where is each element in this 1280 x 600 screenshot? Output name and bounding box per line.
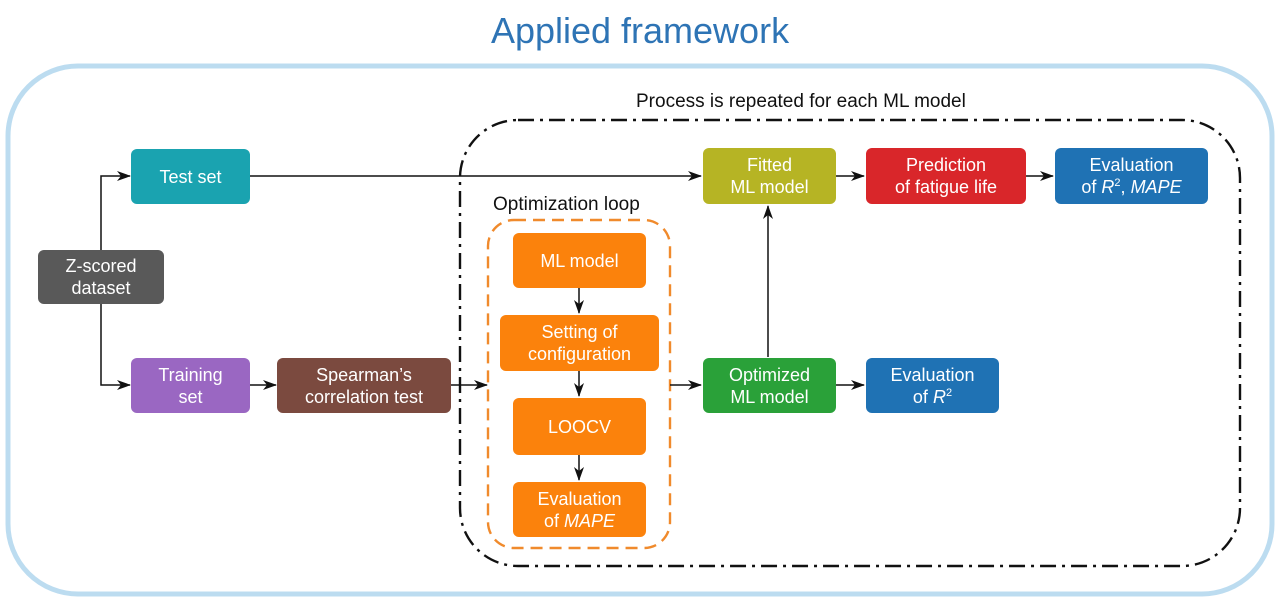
diagram-title: Applied framework <box>490 10 790 51</box>
eval-mape-line2: of MAPE <box>544 510 615 532</box>
eval-final-comma: , <box>1120 177 1131 197</box>
prediction-line2: of fatigue life <box>894 177 998 197</box>
prediction-node: Prediction of fatigue life <box>866 148 1026 204</box>
eval-r2-sup: 2 <box>945 386 953 399</box>
spearman-line1: Spearman’s <box>316 364 412 385</box>
eval-mape-of: of <box>543 510 564 531</box>
optimization-label: Optimization loop <box>493 194 640 215</box>
eval-mape-line1: Evaluation <box>537 488 622 509</box>
prediction-line1: Prediction <box>905 155 987 175</box>
test-set-node: Test set <box>131 149 250 204</box>
optimized-line2: ML model <box>730 386 809 407</box>
training-line2: set <box>178 386 203 407</box>
setting-line1: Setting of <box>541 322 618 342</box>
eval-final-sup: 2 <box>1114 177 1121 189</box>
eval-final-line1: Evaluation <box>1089 155 1174 175</box>
spearman-node: Spearman’s correlation test <box>277 358 451 413</box>
fitted-line2: ML model <box>730 177 809 197</box>
eval-r2-node: Evaluation of R2 <box>866 358 999 413</box>
eval-r2-of: of <box>912 386 933 407</box>
training-line1: Training <box>158 364 223 385</box>
eval-mape-term: MAPE <box>564 510 616 531</box>
eval-final-of: of <box>1081 177 1102 197</box>
optimized-model-node: Optimized ML model <box>703 358 836 413</box>
setting-node: Setting of configuration <box>500 315 659 371</box>
connector-dataset-to-test <box>100 171 131 250</box>
dataset-node: Z-scored dataset <box>38 250 164 304</box>
eval-r2-line1: Evaluation <box>890 364 975 385</box>
fitted-line1: Fitted <box>746 155 793 175</box>
ml-model-text: ML model <box>540 250 619 271</box>
eval-final-node: Evaluation of R2, MAPE <box>1055 148 1208 204</box>
setting-line2: configuration <box>527 344 632 364</box>
process-frame <box>458 118 1242 568</box>
eval-final-mape: MAPE <box>1130 177 1182 197</box>
eval-final-r: R <box>1101 177 1115 197</box>
dataset-line1: Z-scored <box>65 256 137 276</box>
dataset-line2: dataset <box>71 278 131 298</box>
loocv-text: LOOCV <box>547 416 612 437</box>
optimization-frame <box>486 218 672 550</box>
training-set-node: Training set <box>131 358 250 413</box>
spearman-line2: correlation test <box>304 386 424 407</box>
connector-dataset-to-training <box>100 304 131 390</box>
eval-final-line2: of R2, MAPE <box>1081 176 1181 198</box>
process-label: Process is repeated for each ML model <box>636 91 966 112</box>
eval-r2-line2: of R2 <box>913 386 952 408</box>
eval-r2-term: R <box>932 386 946 407</box>
loocv-node: LOOCV <box>513 398 646 455</box>
outer-frame <box>5 63 1275 597</box>
ml-model-node: ML model <box>513 233 646 288</box>
test-set-text: Test set <box>159 166 222 187</box>
optimized-line1: Optimized <box>728 364 811 385</box>
eval-mape-node: Evaluation of MAPE <box>513 482 646 537</box>
fitted-model-node: Fitted ML model <box>703 148 836 204</box>
